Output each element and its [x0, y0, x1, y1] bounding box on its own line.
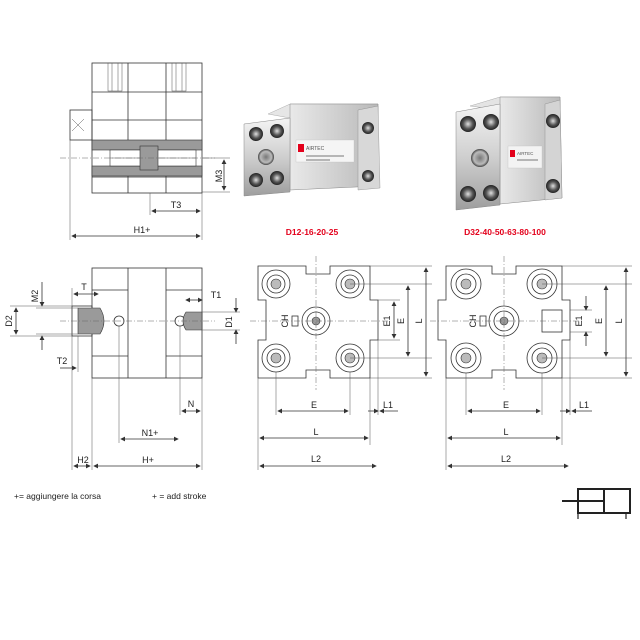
- dim-l-v-small: L: [414, 318, 424, 323]
- side-view-top: M3 T3 H1+: [60, 62, 230, 240]
- dim-t: T: [81, 282, 87, 292]
- dim-h1: H1+: [134, 225, 151, 235]
- photo-large-brand: AIRTEC: [517, 151, 534, 156]
- caption-small: D12-16-20-25: [286, 227, 339, 237]
- dim-m2: M2: [30, 290, 40, 303]
- front-small-bolt-tl: [261, 269, 291, 299]
- front-small-bolt-bl: [261, 343, 291, 373]
- dim-t1: T1: [211, 290, 222, 300]
- dim-h: H+: [142, 455, 154, 465]
- note-english: + = add stroke: [152, 491, 207, 501]
- dim-l-small: L: [313, 427, 318, 437]
- front-large-bolt-bl: [450, 342, 482, 374]
- cylinder-symbol: [562, 488, 631, 519]
- dim-e-v-large: E: [594, 318, 604, 324]
- dim-l2-small: L2: [311, 454, 321, 464]
- front-view-large: CH E1 E L E L1 L L2: [430, 256, 632, 470]
- photo-small-cylinder: AIRTEC D12-16-20-25: [243, 103, 381, 237]
- front-small-bolt-tr: [335, 269, 365, 299]
- dim-e-small: E: [311, 400, 317, 410]
- dim-e-large: E: [503, 400, 509, 410]
- dim-d1: D1: [224, 316, 234, 328]
- dim-d2: D2: [4, 315, 14, 327]
- dim-l2-large: L2: [501, 454, 511, 464]
- caption-large: D32-40-50-63-80-100: [464, 227, 546, 237]
- dim-l1-small: L1: [383, 400, 393, 410]
- dim-l-large: L: [503, 427, 508, 437]
- dim-l-v-large: L: [614, 318, 624, 323]
- dim-n1: N1+: [142, 428, 159, 438]
- dim-e1-large: E1: [574, 315, 584, 326]
- dim-n: N: [188, 399, 195, 409]
- photo-large-cylinder: AIRTEC D32-40-50-63-80-100: [455, 96, 563, 237]
- dim-e-v-small: E: [396, 318, 406, 324]
- note-italian: += aggiungere la corsa: [14, 491, 101, 501]
- dim-ch-large: CH: [468, 315, 478, 328]
- dim-t2: T2: [57, 356, 68, 366]
- photo-small-brand: AIRTEC: [306, 146, 325, 152]
- side-view-bottom: D2 M2 T T1 D1 T2 N N1+ H2: [4, 267, 240, 470]
- dim-m3: M3: [214, 170, 224, 183]
- dim-l1-large: L1: [579, 400, 589, 410]
- front-view-small: CH E1 E L E L1 L L2: [250, 256, 432, 470]
- dim-h2: H2: [77, 455, 89, 465]
- dim-e1-small: E1: [382, 315, 392, 326]
- dim-t3: T3: [171, 200, 182, 210]
- front-large-bolt-tl: [450, 268, 482, 300]
